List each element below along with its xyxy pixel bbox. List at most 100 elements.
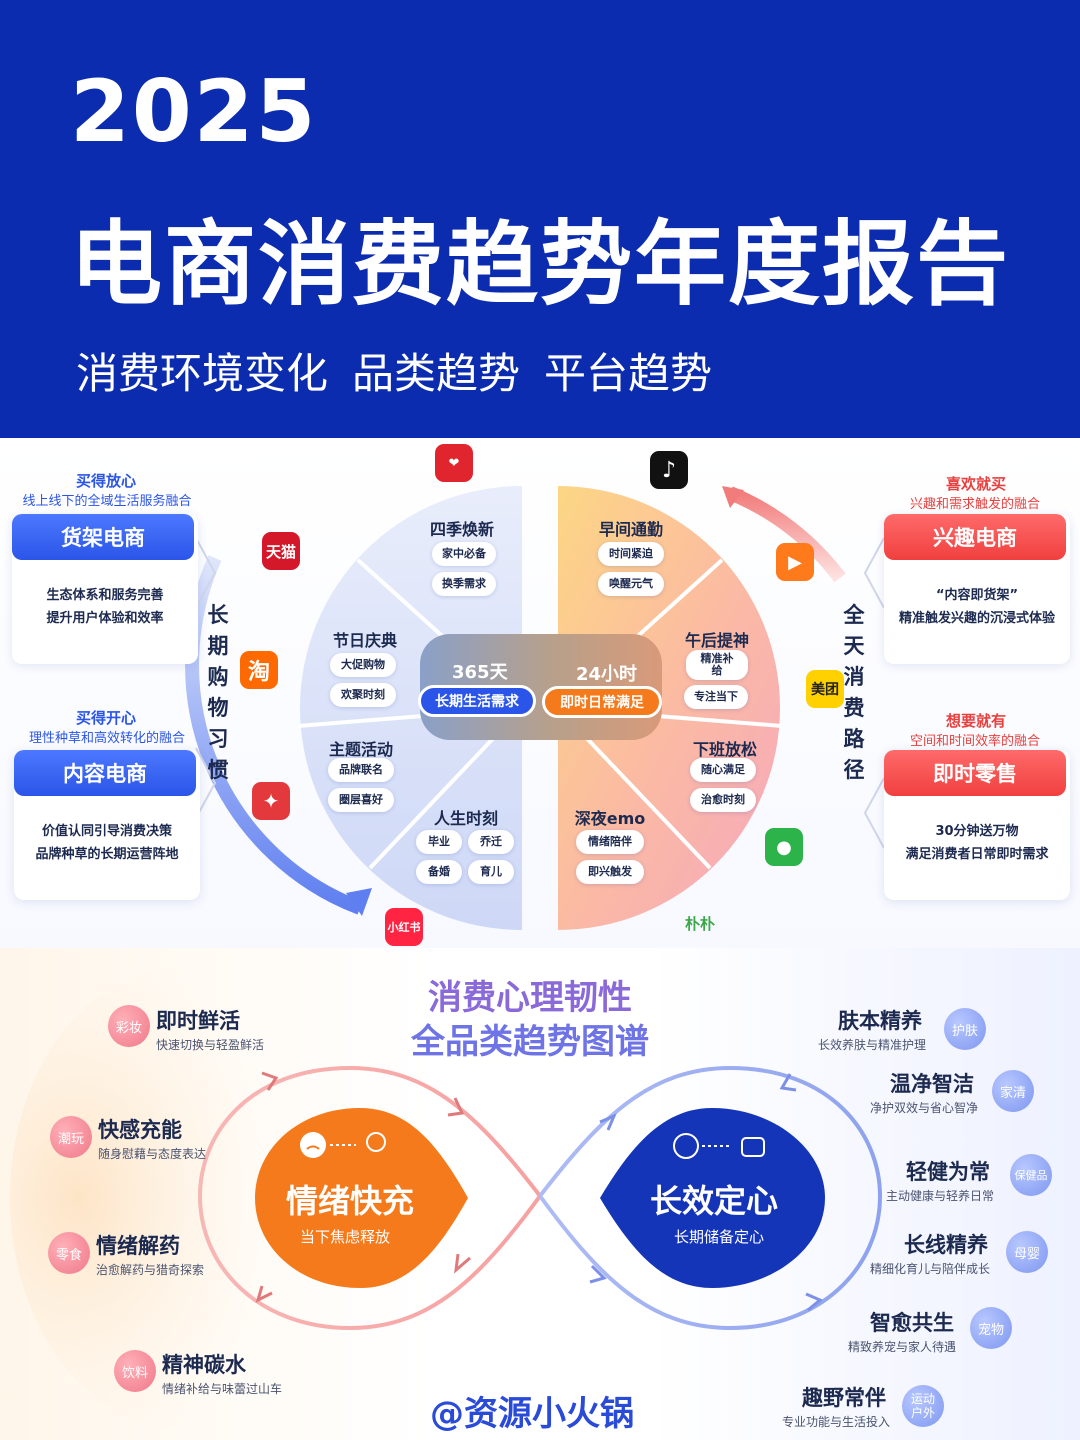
- right-card-1-subheading: 兴趣和需求触发的融合: [909, 497, 1040, 512]
- report-subtitles: 消费环境变化 品类趋势 平台趋势: [76, 340, 712, 401]
- segment-pill: 即兴触发: [576, 860, 644, 884]
- segment-pill: 换季需求: [432, 572, 496, 596]
- trend-title: 快感充能: [98, 1118, 182, 1142]
- douyin-icon: ♪: [650, 451, 688, 489]
- segment-pill: 治愈时刻: [690, 788, 756, 812]
- trend-sub: 长效养肤与精准护理: [818, 1038, 927, 1052]
- watermark: @资源小火锅: [430, 1394, 634, 1434]
- segment-pill: 时间紧迫: [598, 542, 664, 566]
- trend-sub: 快速切换与轻盈鲜活: [156, 1038, 265, 1052]
- long-term-needs-badge: 长期生活需求: [418, 685, 536, 717]
- trend-title: 精神碳水: [162, 1353, 246, 1377]
- psychology-section: [0, 948, 1080, 1440]
- segment-title: 早间通勤: [598, 520, 663, 539]
- card-description: “内容即货架” 精准触发兴趣的沉浸式体验: [890, 584, 1064, 630]
- segment-pill: 专注当下: [684, 685, 748, 709]
- subtitle-item: 品类趋势: [352, 349, 521, 398]
- trend-title: 温净智洁: [890, 1072, 974, 1096]
- category-bubble: 彩妆: [108, 1005, 150, 1047]
- desc-line: 品牌种草的长期运营阵地: [35, 847, 179, 862]
- category-bubble: 潮玩: [50, 1116, 92, 1158]
- segment-pill: 精准补给: [686, 650, 748, 680]
- interest-ecommerce-tag: 兴趣电商: [884, 514, 1066, 560]
- trend-title: 趣野常伴: [802, 1386, 886, 1410]
- emotion-charge-title: 情绪快充: [285, 1182, 414, 1220]
- segment-pill: 唤醒元气: [598, 572, 664, 596]
- segment-title: 主题活动: [328, 740, 393, 759]
- segment-pill: 育儿: [468, 860, 514, 884]
- jd-icon: ✦: [252, 782, 290, 820]
- kuaishou-icon: ▶: [776, 543, 814, 581]
- segment-pill: 情绪陪伴: [576, 830, 644, 854]
- category-bubble: 饮料: [114, 1350, 156, 1392]
- segment-pill: 圈层喜好: [328, 788, 394, 812]
- segment-title: 四季焕新: [429, 520, 494, 539]
- trend-title: 情绪解药: [96, 1234, 180, 1258]
- dingdong-icon: ●: [765, 828, 803, 866]
- segment-pill: 家中必备: [432, 542, 496, 566]
- report-title: 电商消费趋势年度报告: [70, 211, 1011, 318]
- trend-sub: 净护双效与省心智净: [870, 1101, 979, 1115]
- long-term-calm-sub: 长期储备定心: [673, 1228, 764, 1246]
- category-bubble: 家清: [992, 1070, 1034, 1112]
- emotion-charge-sub: 当下焦虑释放: [299, 1228, 390, 1246]
- desc-line: 满足消费者日常即时需求: [905, 847, 1049, 862]
- infinity-loop: [10, 968, 883, 1428]
- subtitle-item: 消费环境变化: [76, 349, 329, 398]
- instant-retail-card: 即时零售 30分钟送万物 满足消费者日常即时需求: [884, 750, 1070, 900]
- pinduoduo-icon: ❤: [435, 444, 473, 482]
- desc-line: 生态体系和服务完善: [46, 588, 164, 603]
- meituan-icon: 美团: [806, 670, 844, 708]
- segment-pill: 欢聚时刻: [330, 683, 396, 707]
- right-card-2-heading: 想要就有: [945, 712, 1006, 730]
- trend-title: 即时鲜活: [156, 1009, 240, 1033]
- shelf-ecommerce-tag: 货架电商: [12, 514, 194, 560]
- right-card-2-subheading: 空间和时间效率的融合: [909, 734, 1040, 749]
- trend-sub: 情绪补给与味蕾过山车: [162, 1382, 283, 1396]
- trend-title: 肤本精养: [838, 1009, 922, 1033]
- segment-pill: 品牌联名: [328, 758, 394, 782]
- desc-line: “内容即货架”: [935, 588, 1019, 603]
- category-bubble: 母婴: [1006, 1231, 1048, 1273]
- days-365-label: 365天: [452, 662, 508, 683]
- trend-sub: 随身慰藉与态度表达: [98, 1147, 207, 1161]
- shelf-ecommerce-card: 货架电商 生态体系和服务完善 提升用户体验和效率: [12, 514, 198, 664]
- category-bubble: 运动户外: [902, 1385, 944, 1427]
- trend-sub: 精细化育儿与陪伴成长: [870, 1262, 991, 1276]
- segment-title: 午后提神: [684, 631, 749, 650]
- tmall-icon: 天猫: [262, 532, 300, 570]
- category-bubble: 保健品: [1010, 1154, 1052, 1196]
- card-description: 生态体系和服务完善 提升用户体验和效率: [18, 584, 192, 630]
- segment-pill: 毕业: [416, 830, 462, 854]
- trend-sub: 主动健康与轻养日常: [886, 1189, 995, 1203]
- desc-line: 30分钟送万物: [935, 824, 1019, 839]
- segment-pill: 随心满足: [690, 758, 756, 782]
- right-card-1-heading: 喜欢就买: [945, 475, 1006, 493]
- desc-line: 提升用户体验和效率: [46, 611, 164, 626]
- all-day-path-label: 全天消费路径: [843, 603, 865, 782]
- trend-title: 智愈共生: [870, 1311, 954, 1335]
- psych-title-line2: 全品类趋势图谱: [411, 1022, 649, 1062]
- left-card-1-heading: 买得放心: [75, 472, 136, 490]
- segment-pill: 备婚: [416, 860, 462, 884]
- segment-title: 人生时刻: [433, 809, 498, 828]
- content-ecommerce-card: 内容电商 价值认同引导消费决策 品牌种草的长期运营阵地: [14, 750, 200, 900]
- interest-ecommerce-card: 兴趣电商 “内容即货架” 精准触发兴趣的沉浸式体验: [884, 514, 1070, 664]
- left-card-2-heading: 买得开心: [75, 709, 136, 727]
- trend-title: 长线精养: [904, 1233, 988, 1257]
- instant-daily-badge: 即时日常满足: [542, 686, 662, 718]
- card-description: 30分钟送万物 满足消费者日常即时需求: [890, 820, 1064, 866]
- category-bubble: 宠物: [970, 1307, 1012, 1349]
- xiaohongshu-icon: 小红书: [385, 908, 423, 946]
- trend-sub: 精致养宠与家人待遇: [848, 1340, 957, 1354]
- report-year: 2025: [70, 62, 318, 162]
- wheel-graphic: [185, 486, 885, 930]
- card-description: 价值认同引导消费决策 品牌种草的长期运营阵地: [20, 820, 194, 866]
- segment-title: 下班放松: [692, 740, 757, 759]
- long-term-calm-title: 长效定心: [649, 1182, 778, 1220]
- subtitle-item: 平台趋势: [544, 349, 713, 398]
- left-card-2-subheading: 理性种草和高效转化的融合: [28, 731, 185, 746]
- pupu-icon: 朴朴: [684, 914, 715, 933]
- category-bubble: 零食: [48, 1232, 90, 1274]
- instant-retail-tag: 即时零售: [884, 750, 1066, 796]
